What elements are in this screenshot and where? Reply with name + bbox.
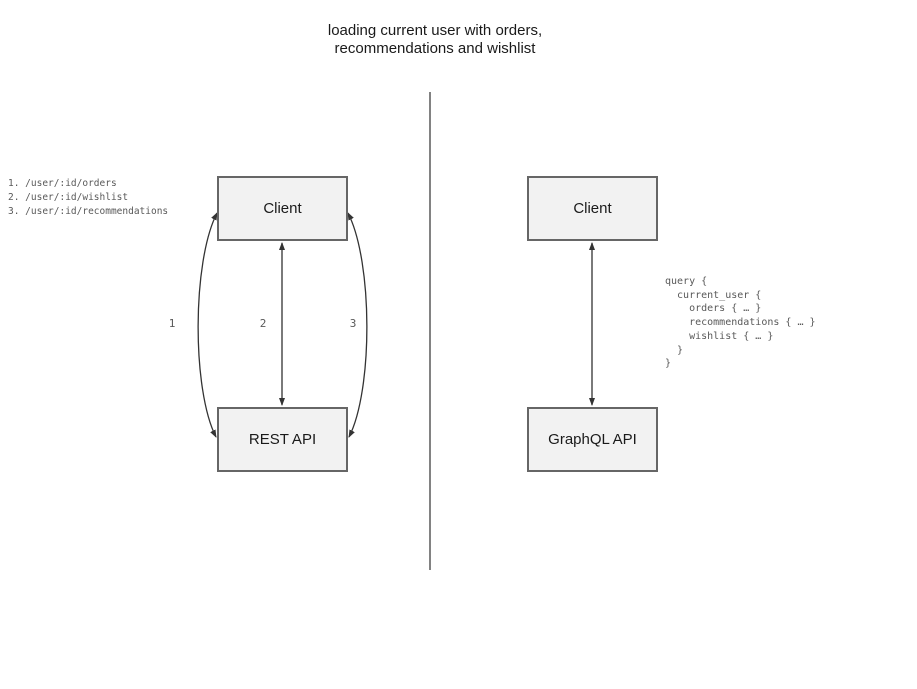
- rest-client-label: Client: [263, 200, 302, 217]
- graphql-client-label: Client: [573, 200, 612, 217]
- diagram-title: loading current user with orders, recomm…: [0, 22, 870, 58]
- diagram-title-line1: loading current user with orders,: [327, 22, 543, 39]
- graphql-query-snippet: query { current_user { orders { … } reco…: [665, 276, 816, 370]
- graphql-client-node: Client: [527, 176, 658, 241]
- rest-api-label: REST API: [248, 431, 317, 448]
- rest-arrow-2-label: 2: [259, 317, 267, 330]
- rest-arrow-1: [197, 212, 218, 438]
- rest-arrow-3-label: 3: [349, 317, 357, 330]
- graphql-api-node: GraphQL API: [527, 407, 658, 472]
- graphql-api-label: GraphQL API: [548, 431, 637, 448]
- diagram-title-line2: recommendations and wishlist: [334, 40, 536, 57]
- rest-client-node: Client: [217, 176, 348, 241]
- rest-endpoint-list: 1. /user/:id/orders 2. /user/:id/wishlis…: [8, 178, 169, 217]
- rest-api-node: REST API: [217, 407, 348, 472]
- rest-arrow-1-label: 1: [168, 317, 176, 330]
